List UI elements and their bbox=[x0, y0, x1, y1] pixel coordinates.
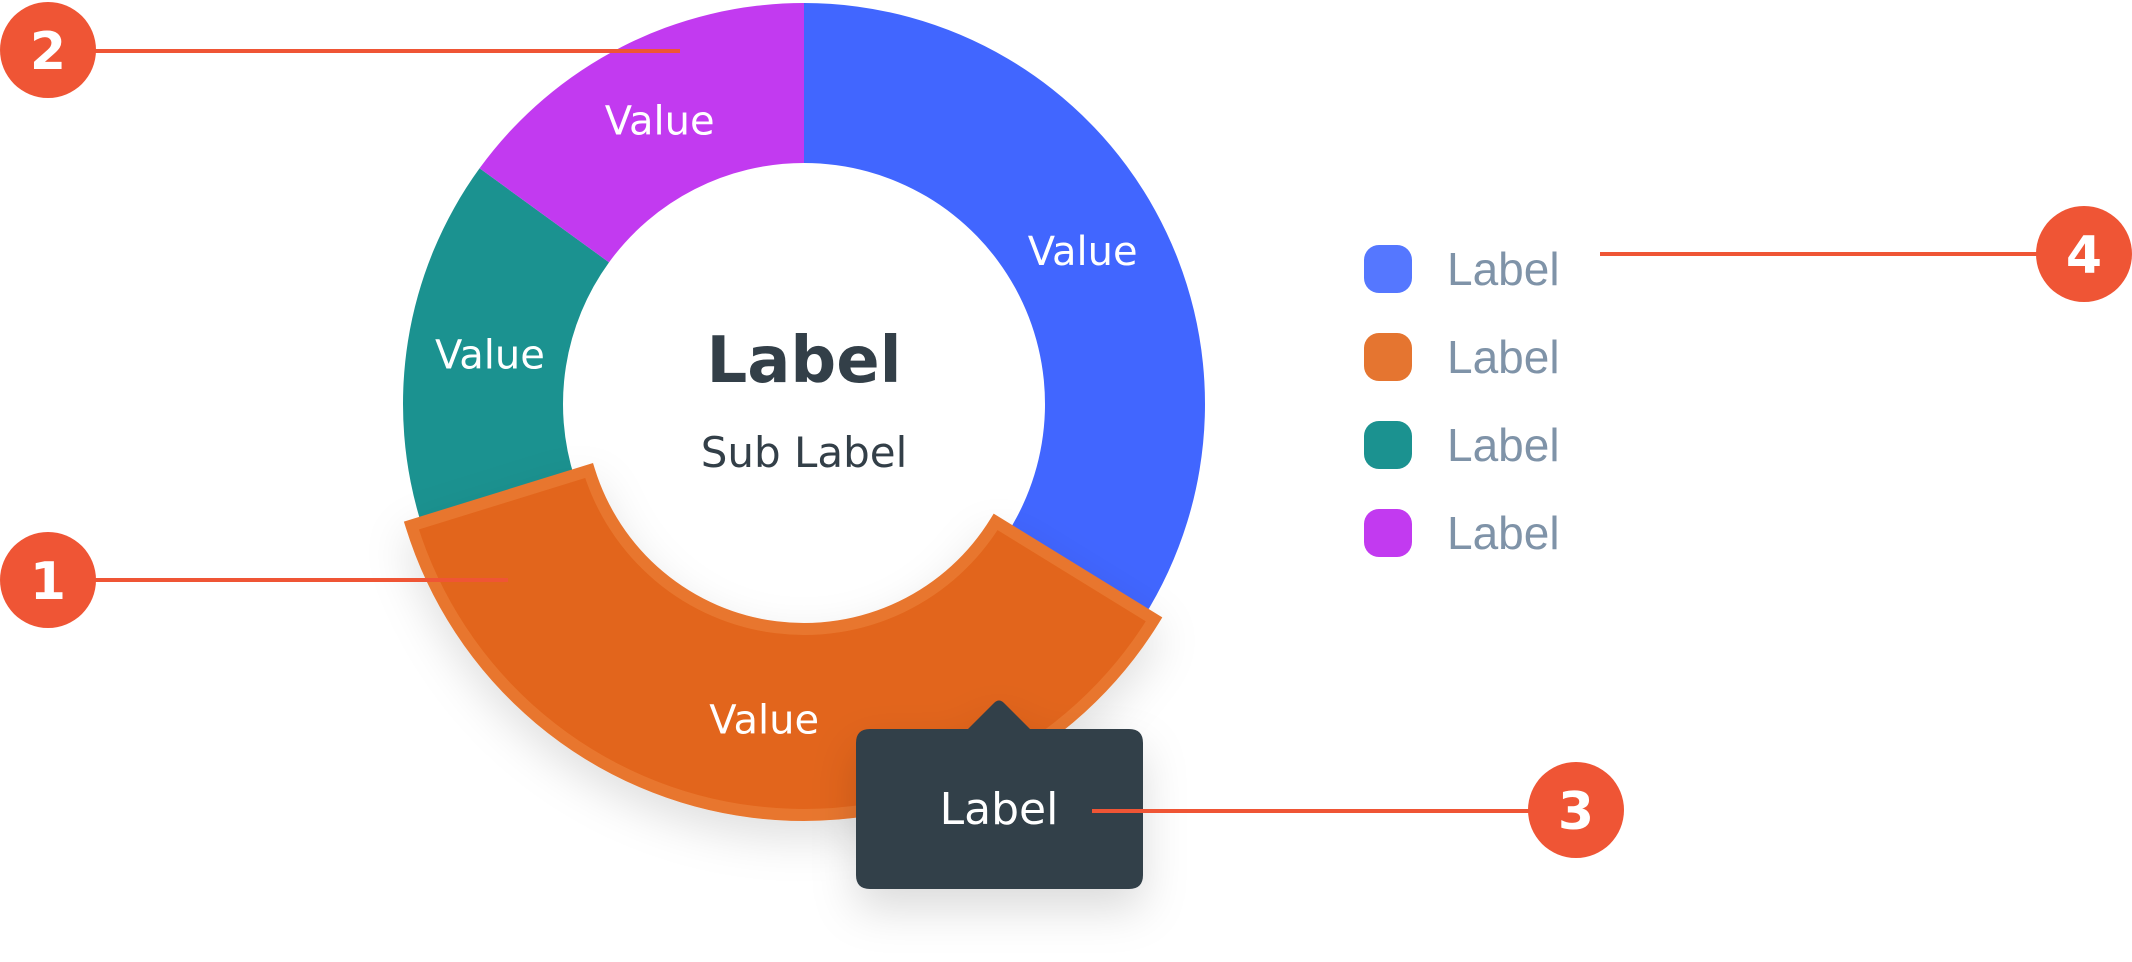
legend-swatch-2 bbox=[1364, 333, 1412, 381]
segment-value-label: Value bbox=[1028, 229, 1138, 275]
tooltip-box bbox=[856, 700, 1143, 889]
legend-label-3[interactable]: Label bbox=[1447, 419, 1560, 471]
legend-label-1[interactable]: Label bbox=[1447, 243, 1560, 295]
callout-2-badge bbox=[0, 2, 96, 98]
legend-swatch-4 bbox=[1364, 509, 1412, 557]
donut-segment-4[interactable] bbox=[479, 3, 804, 263]
legend-swatch-3 bbox=[1364, 421, 1412, 469]
callout-3-badge bbox=[1528, 762, 1624, 858]
donut-segment-3[interactable] bbox=[403, 168, 610, 528]
segment-value-label: Value bbox=[435, 332, 545, 378]
legend-label-2[interactable]: Label bbox=[1447, 331, 1560, 383]
callout-1-badge bbox=[0, 532, 96, 628]
donut-segment-1[interactable] bbox=[804, 3, 1205, 619]
segment-value-label: Value bbox=[605, 99, 715, 145]
center-subtitle: Sub Label bbox=[701, 428, 908, 477]
donut-segments bbox=[403, 3, 1205, 821]
callout-4-badge bbox=[2036, 206, 2132, 302]
callouts: 1 2 3 4 bbox=[0, 2, 2132, 858]
callout-4-number: 4 bbox=[2066, 226, 2102, 286]
segment-value-label: Value bbox=[709, 697, 819, 743]
legend-swatch-1 bbox=[1364, 245, 1412, 293]
legend-label-4[interactable]: Label bbox=[1447, 507, 1560, 559]
center-title: Label bbox=[706, 324, 901, 398]
callout-3-number: 3 bbox=[1558, 782, 1594, 842]
callout-1-number: 1 bbox=[30, 552, 66, 612]
tooltip bbox=[856, 700, 1143, 889]
callout-2-number: 2 bbox=[30, 22, 66, 82]
tooltip-label: Label bbox=[940, 784, 1059, 835]
